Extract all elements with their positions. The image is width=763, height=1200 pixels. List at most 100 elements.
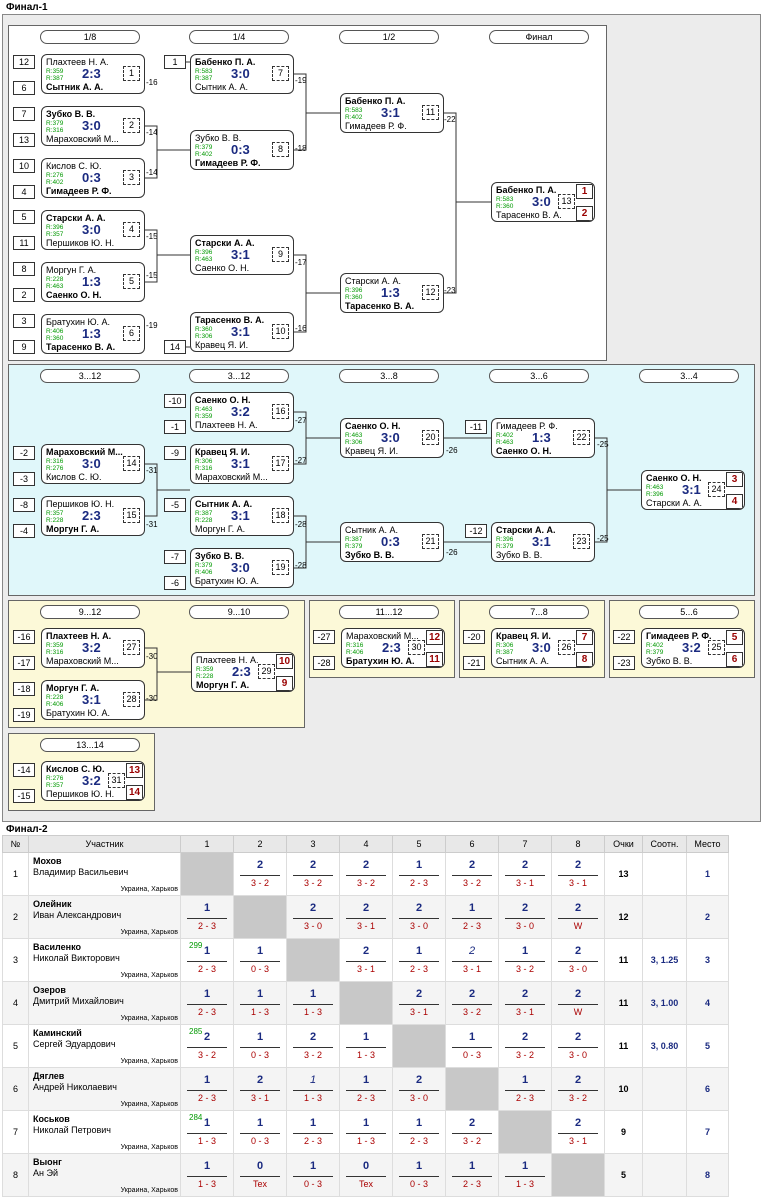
points-cell: 12 [604,895,643,939]
result-points: 2 [521,902,529,914]
player-b-name: Братухин Ю. А. [46,708,111,718]
match-number: 17 [272,456,289,471]
player-b-rating: R:379 [496,543,514,550]
player-b-rating: R:316 [46,127,64,134]
player-a-name: Сытник А. А. [195,499,253,509]
result-score: 0 - 3 [409,1179,428,1189]
match-number: 15 [123,508,140,523]
result-score: 0 - 3 [462,1050,481,1060]
player-b-rating: R:357 [46,231,64,238]
result-score: 3 - 2 [462,1136,481,1146]
player-a-name: Моргун Г. А. [46,683,100,693]
player-a-rating: R:276 [46,775,64,782]
player-city: Украина, Харьков [120,1015,178,1022]
result-divider [399,1004,439,1005]
result-cell: 1 1 - 3 [180,1110,234,1154]
result-divider [558,961,598,962]
column-header: № [2,835,29,853]
column-header: Место [686,835,729,853]
result-score: 1 - 3 [303,1007,322,1017]
match-number: 25 [708,640,725,655]
round-label: 13...14 [40,738,140,752]
player-a-rating: R:402 [646,642,664,649]
result-divider [240,1176,280,1177]
round-label: Финал [489,30,589,44]
place-badge: 10 [276,654,293,669]
result-points: 1 [256,988,264,1000]
result-points: 1 [256,945,264,957]
result-score: 3 - 0 [303,921,322,931]
result-score: 1 - 3 [197,1136,216,1146]
result-points: 2 [256,859,264,871]
player-a-rating: R:379 [195,144,213,151]
ratio-cell [642,1110,687,1154]
match-score: 3:1 [231,508,250,523]
player-b-rating: R:316 [195,465,213,472]
row-number: 8 [2,1153,29,1197]
result-score: 2 - 3 [409,1136,428,1146]
result-divider [293,1176,333,1177]
self-cell [233,895,287,939]
result-divider [346,1090,386,1091]
match-number: 5 [123,274,140,289]
player-a-name: Першиков Ю. Н. [46,499,115,509]
match-number: 18 [272,508,289,523]
self-cell [286,938,340,982]
result-points: 1 [256,1117,264,1129]
player-b-name: Моргун Г. А. [46,524,100,534]
result-score: 3 - 2 [303,878,322,888]
player-a-name: Бабенко П. А. [345,96,406,106]
player-a-rating: R:406 [46,328,64,335]
match-number: 24 [708,482,725,497]
result-score: 3 - 1 [250,1093,269,1103]
result-divider [187,1090,227,1091]
round-label: 1/2 [339,30,439,44]
result-points: 1 [203,1117,211,1129]
round-label: 9...10 [189,605,289,619]
result-points: 1 [203,1160,211,1172]
